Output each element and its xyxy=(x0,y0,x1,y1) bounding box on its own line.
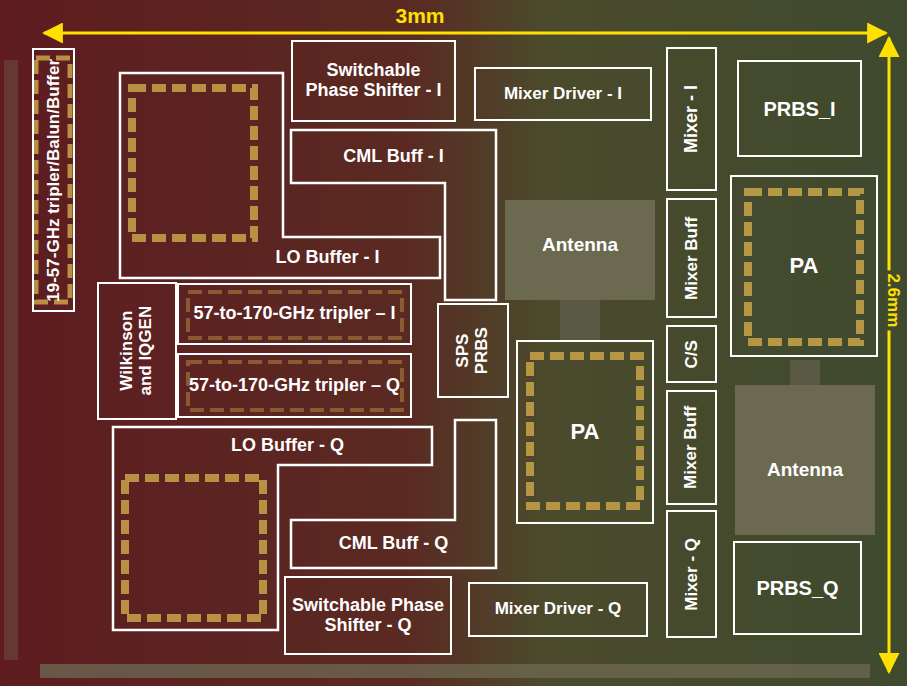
circuit-block: Mixer Driver - Q xyxy=(468,582,648,637)
circuit-block: PA xyxy=(730,175,878,357)
block-label: Mixer Driver - I xyxy=(481,85,645,104)
antenna-label: Antenna xyxy=(767,460,843,481)
antenna-label: Antenna xyxy=(542,235,618,256)
vertical-block: Mixer - I xyxy=(666,47,717,191)
block-outline: CML Buff - Q xyxy=(291,420,496,568)
block-label: Mixer Buff xyxy=(682,204,701,312)
block-label: Mixer - Q xyxy=(682,516,701,632)
circuit-block: Mixer Driver - I xyxy=(474,67,652,121)
vertical-block: SPS PRBS xyxy=(437,303,509,398)
block-label: LO Buffer - I xyxy=(225,248,430,268)
block-label: 57-to-170-GHz tripler – Q xyxy=(184,376,405,396)
vertical-block: Mixer Buff xyxy=(666,198,717,318)
vertical-block: C/S xyxy=(666,325,717,383)
block-label: Mixer Buff xyxy=(682,396,701,499)
circuit-block: 57-to-170-GHz tripler – I xyxy=(177,283,412,345)
block-label: PA xyxy=(737,254,871,278)
bond-pads xyxy=(4,60,870,678)
block-label: 57-to-170-GHz tripler – I xyxy=(184,304,405,324)
block-label: Wilkinson and IQGEN xyxy=(118,303,155,399)
circuit-block: Switchable Phase Shifter - I xyxy=(291,40,456,122)
block-label: LO Buffer - Q xyxy=(148,436,427,456)
vertical-block: 19-57-GHz tripler/Balun/Buffer xyxy=(32,48,75,312)
block-label: Switchable Phase Shifter - I xyxy=(298,61,449,101)
block-label: SPS PRBS xyxy=(454,321,491,381)
block-label: Switchable Phase Shifter - Q xyxy=(291,596,445,636)
circuit-block: Switchable Phase Shifter - Q xyxy=(284,576,452,655)
block-label: CML Buff - Q xyxy=(296,534,491,554)
circuit-block: 57-to-170-GHz tripler – Q xyxy=(177,353,412,418)
dimension-lines xyxy=(44,33,889,672)
block-label: 19-57-GHz tripler/Balun/Buffer xyxy=(44,55,63,305)
circuit-block: PA xyxy=(516,340,654,524)
block-outline: LO Buffer - I xyxy=(120,73,440,278)
outline-path xyxy=(291,130,496,300)
dimension-label: 2.6mm xyxy=(884,270,903,330)
block-label: Mixer - I xyxy=(682,53,702,185)
antenna-metal xyxy=(505,200,875,535)
block-label: PRBS_I xyxy=(744,98,855,120)
block-label: CML Buff - I xyxy=(296,147,491,167)
outline-path xyxy=(120,73,440,278)
block-label: C/S xyxy=(682,331,701,377)
block-label: PRBS_Q xyxy=(740,577,855,599)
vertical-block: Wilkinson and IQGEN xyxy=(97,282,177,420)
vertical-block: Mixer - Q xyxy=(666,510,717,638)
outline-path xyxy=(291,420,496,568)
dimension-label: 3mm xyxy=(395,4,444,27)
vertical-block: Mixer Buff xyxy=(666,390,717,505)
block-label: PA xyxy=(523,420,647,444)
circuit-block: PRBS_I xyxy=(737,60,862,157)
block-outline: CML Buff - I xyxy=(291,130,496,300)
circuit-block: PRBS_Q xyxy=(733,541,862,635)
block-label: Mixer Driver - Q xyxy=(475,600,641,619)
